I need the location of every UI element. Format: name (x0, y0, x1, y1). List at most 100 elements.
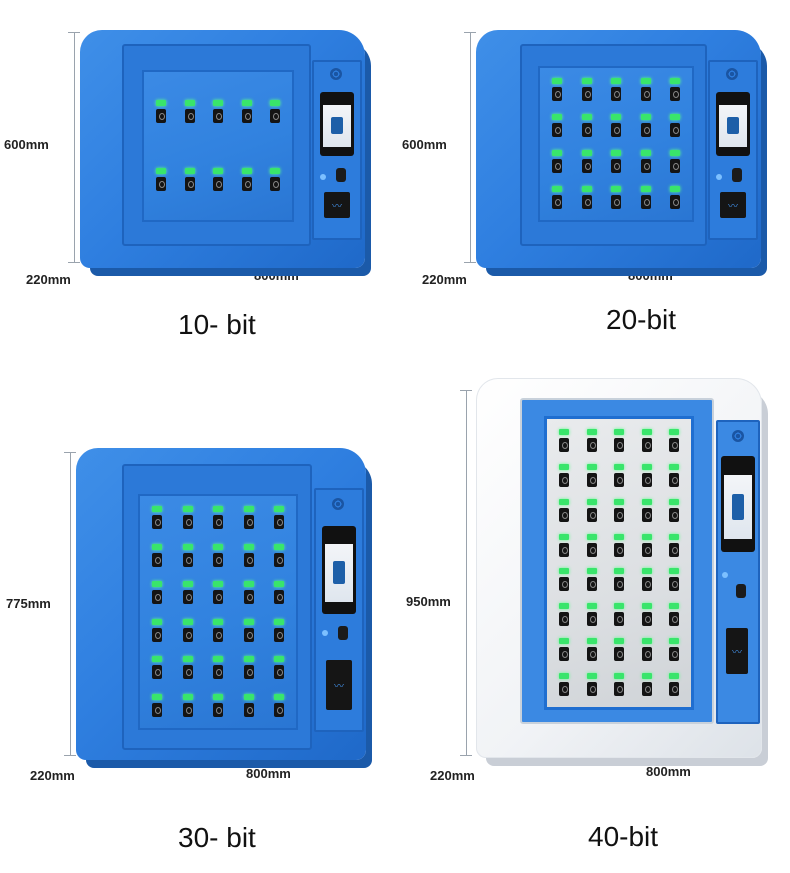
fingerprint-icon[interactable] (732, 168, 742, 182)
fingerprint-icon[interactable] (338, 626, 348, 640)
key-lock-icon (670, 159, 680, 173)
key-lock-icon (182, 515, 193, 529)
status-led-icon (243, 656, 254, 663)
dimension-tick (64, 755, 76, 756)
status-led-icon (213, 100, 223, 106)
status-led-icon (669, 673, 679, 679)
status-led-icon (641, 463, 652, 470)
panel-title: 30- bit (178, 822, 256, 853)
fingerprint-icon[interactable] (336, 168, 346, 182)
card-reader-icon[interactable] (324, 192, 350, 218)
button-icon[interactable] (716, 174, 722, 180)
height-label: 600mm (4, 137, 49, 152)
status-led-icon (611, 150, 621, 156)
status-led-icon (152, 656, 162, 663)
status-led-icon (243, 506, 254, 512)
key-lock-icon (152, 665, 162, 680)
key-lock-icon (152, 703, 162, 717)
key-lock-icon (670, 195, 680, 209)
key-lock-icon (641, 542, 652, 557)
key-lock-icon (641, 682, 652, 696)
key-lock-icon (611, 87, 621, 101)
key-lock-icon (614, 507, 624, 522)
key-lock-icon (182, 590, 193, 605)
button-icon[interactable] (320, 174, 326, 180)
touch-screen-icon[interactable] (320, 92, 354, 156)
key-lock-icon (213, 552, 223, 567)
card-reader-icon[interactable] (720, 192, 746, 218)
key-lock-icon (559, 472, 569, 487)
button-icon[interactable] (322, 630, 328, 636)
status-led-icon (586, 568, 597, 575)
key-lock-icon (614, 438, 624, 452)
key-lock-icon (559, 542, 569, 557)
status-led-icon (213, 543, 223, 550)
status-led-icon (559, 533, 569, 540)
key-lock-icon (241, 177, 252, 191)
status-led-icon (213, 168, 223, 174)
key-lock-icon (243, 590, 254, 605)
key-lock-icon (614, 577, 624, 592)
key-lock-icon (611, 123, 621, 137)
status-led-icon (586, 498, 597, 505)
status-led-icon (182, 506, 193, 512)
speaker-icon (726, 68, 738, 80)
depth-label: 220mm (430, 768, 475, 783)
status-led-icon (640, 78, 651, 84)
status-led-icon (241, 100, 252, 106)
panel-title: 10- bit (178, 309, 256, 340)
status-led-icon (670, 78, 680, 84)
depth-label: 220mm (422, 272, 467, 287)
status-led-icon (213, 694, 223, 700)
control-panel (708, 60, 758, 240)
touch-screen-icon[interactable] (716, 92, 750, 156)
status-led-icon (559, 498, 569, 505)
card-reader-icon[interactable] (326, 660, 352, 710)
key-lock-icon (581, 195, 592, 209)
status-led-icon (184, 168, 195, 174)
status-led-icon (614, 568, 624, 575)
status-led-icon (552, 186, 562, 192)
status-led-icon (274, 656, 284, 663)
status-led-icon (586, 429, 597, 435)
key-lock-icon (152, 515, 162, 529)
status-led-icon (559, 568, 569, 575)
key-lock-icon (213, 177, 223, 191)
touch-screen-icon[interactable] (322, 526, 356, 614)
status-led-icon (641, 638, 652, 645)
key-lock-icon (670, 123, 680, 137)
status-led-icon (640, 186, 651, 192)
status-led-icon (670, 186, 680, 192)
control-panel (312, 60, 362, 240)
key-lock-icon (559, 577, 569, 592)
width-label: 800mm (628, 268, 673, 283)
status-led-icon (669, 638, 679, 645)
card-reader-icon[interactable] (726, 628, 748, 674)
status-led-icon (641, 429, 652, 435)
status-led-icon (182, 618, 193, 625)
key-lock-icon (586, 682, 597, 696)
fingerprint-icon[interactable] (736, 584, 746, 598)
status-led-icon (586, 603, 597, 610)
status-led-icon (156, 100, 166, 106)
cabinet-door (122, 464, 312, 750)
key-lock-icon (184, 177, 195, 191)
key-lock-icon (669, 438, 679, 452)
button-icon[interactable] (722, 572, 728, 578)
key-lock-icon (670, 87, 680, 101)
status-led-icon (241, 168, 252, 174)
status-led-icon (552, 114, 562, 120)
key-lock-icon (640, 123, 651, 137)
key-lock-icon (243, 552, 254, 567)
key-lock-icon (669, 507, 679, 522)
key-lock-icon (581, 123, 592, 137)
status-led-icon (213, 656, 223, 663)
key-lock-icon (274, 590, 284, 605)
cabinet (76, 448, 366, 760)
touch-screen-icon[interactable] (721, 456, 755, 552)
height-label: 775mm (6, 596, 51, 611)
cabinet (80, 30, 365, 268)
key-lock-icon (586, 577, 597, 592)
key-lock-icon (669, 612, 679, 627)
status-led-icon (156, 168, 166, 174)
